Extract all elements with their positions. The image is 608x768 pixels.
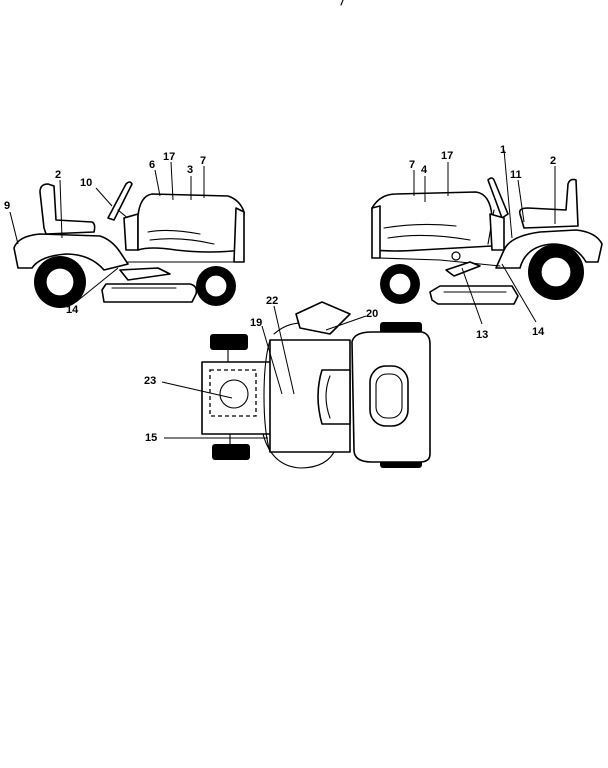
callout-label: 13 [476,329,488,341]
callout-label: 10 [80,177,92,189]
left-mower-illustration [13,181,245,308]
right-mower-illustration [371,177,603,305]
callout-label: 19 [250,317,262,329]
top-view-illustration [201,301,431,469]
callout-label: 9 [4,200,10,212]
callout-label: 17 [441,150,453,162]
callout-label: 7 [409,159,415,171]
leader-lines [9,149,556,439]
callout-label: 14 [532,326,545,338]
callout-label: 1 [500,144,506,156]
callout-label: 2 [55,169,61,181]
callout-label: 14 [66,304,79,316]
callout-label: 23 [144,375,156,387]
callout-label: 20 [366,308,378,320]
callout-label: 6 [149,159,155,171]
callout-labels: 9 2 10 6 17 3 7 14 7 4 17 1 11 2 13 14 2… [4,144,556,444]
callout-label: 3 [187,164,193,176]
callout-label: 17 [163,151,175,163]
callout-label: 7 [200,155,206,167]
top-mark [340,0,344,6]
callout-label: 2 [550,155,556,167]
callout-label: 11 [510,169,522,181]
callout-label: 4 [421,164,428,176]
callout-label: 22 [266,295,278,307]
callout-label: 15 [145,432,157,444]
